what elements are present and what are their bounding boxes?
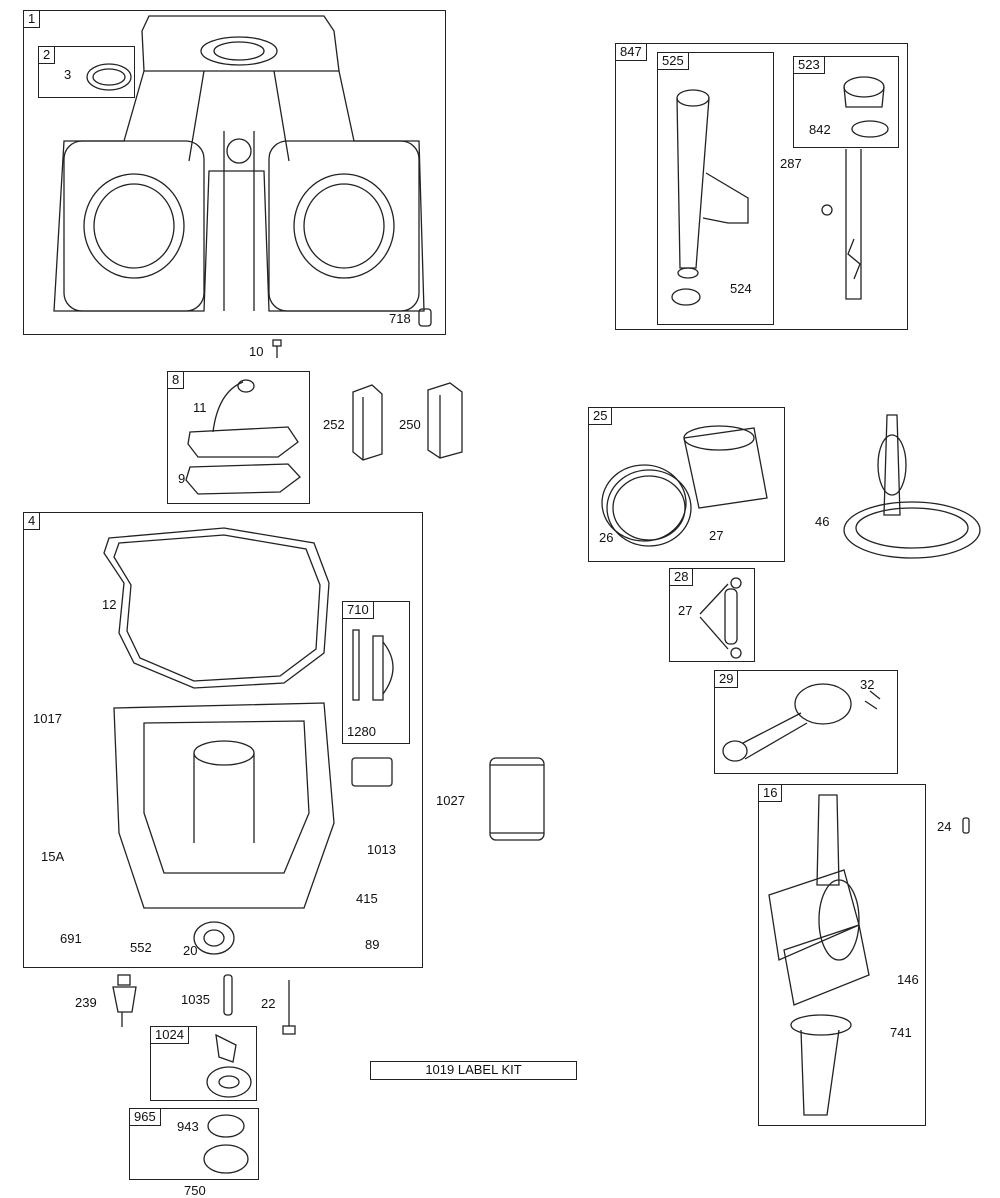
- filter-element-252-icon: [352, 384, 383, 461]
- part-label-22: 22: [261, 996, 276, 1011]
- part-label-27-pin: 27: [678, 603, 693, 618]
- part-label-15a: 15A: [41, 849, 65, 864]
- part-group-16-box: 16 146 741: [758, 784, 926, 1126]
- part-group-965-box: 965 943: [129, 1108, 259, 1180]
- oil-pump-drawing: [352, 629, 394, 701]
- part-label-415: 415: [356, 891, 378, 906]
- part-group-4-tag: 4: [24, 513, 41, 530]
- part-label-11: 11: [193, 400, 207, 415]
- key-24-icon: [962, 817, 970, 834]
- part-group-1024-box: 1024: [150, 1026, 257, 1101]
- part-group-16-tag: 16: [759, 785, 783, 802]
- part-label-691: 691: [60, 931, 82, 946]
- part-label-287: 287: [780, 156, 802, 171]
- cover-plate-drawing: [203, 1114, 249, 1174]
- part-group-847-tag: 847: [616, 44, 647, 61]
- crankshaft-drawing: [768, 794, 870, 1116]
- part-label-252: 252: [323, 417, 345, 432]
- part-label-24: 24: [937, 819, 952, 834]
- part-label-1017: 1017: [33, 711, 62, 726]
- part-group-710-box: 710 1280: [342, 601, 410, 744]
- sensor-239-icon: [112, 974, 137, 1027]
- part-label-750: 750: [184, 1183, 206, 1198]
- part-group-1024-tag: 1024: [151, 1027, 189, 1044]
- oil-pump-rotor-drawing: [206, 1033, 252, 1098]
- part-group-8-box: 8 11 9: [167, 371, 310, 504]
- cylinder-block-drawing: [53, 15, 432, 327]
- part-group-28-tag: 28: [670, 569, 694, 586]
- wrist-pin-drawing: [699, 577, 742, 659]
- part-label-1013: 1013: [367, 842, 396, 857]
- oil-filter-1027-icon: [489, 757, 545, 841]
- label-kit-1019: 1019 LABEL KIT: [370, 1061, 577, 1080]
- part-label-842: 842: [809, 122, 831, 137]
- part-group-525-box: 525 524: [657, 52, 774, 325]
- part-label-718: 718: [389, 311, 411, 326]
- part-group-25-box: 25 26 27: [588, 407, 785, 562]
- part-group-29-box: 29 32: [714, 670, 898, 774]
- bolt-10-icon: [272, 339, 282, 358]
- part-label-741: 741: [890, 1025, 912, 1040]
- oil-fill-tube-drawing: [671, 89, 749, 306]
- part-label-239: 239: [75, 995, 97, 1010]
- part-label-1027: 1027: [436, 793, 465, 808]
- part-label-10: 10: [249, 344, 264, 359]
- part-label-27-piston: 27: [709, 528, 724, 543]
- part-label-943: 943: [177, 1119, 199, 1134]
- part-label-1280: 1280: [347, 724, 376, 739]
- part-label-9: 9: [178, 471, 186, 486]
- filter-element-250-icon: [427, 382, 463, 459]
- pin-1035-icon: [223, 974, 233, 1016]
- bolt-22-icon: [282, 980, 296, 1035]
- part-group-710-tag: 710: [343, 602, 374, 619]
- part-label-46: 46: [815, 514, 830, 529]
- part-label-146: 146: [897, 972, 919, 987]
- part-group-965-tag: 965: [130, 1109, 161, 1126]
- part-label-20: 20: [183, 943, 198, 958]
- part-group-523-box: 523 842: [793, 56, 899, 148]
- part-label-89: 89: [365, 937, 380, 952]
- part-group-523-tag: 523: [794, 57, 825, 74]
- part-group-525-tag: 525: [658, 53, 689, 70]
- part-label-3: 3: [64, 67, 72, 82]
- part-group-1-tag: 1: [24, 11, 41, 28]
- part-label-1035: 1035: [181, 992, 210, 1007]
- part-group-29-tag: 29: [715, 671, 739, 688]
- dipstick-cap-drawing: [843, 76, 889, 138]
- part-label-524: 524: [730, 281, 752, 296]
- breather-cover-drawing: [185, 379, 301, 495]
- part-group-2-tag: 2: [39, 47, 56, 64]
- part-label-26: 26: [599, 530, 614, 545]
- part-label-552: 552: [130, 940, 152, 955]
- part-label-250: 250: [399, 417, 421, 432]
- gasket-ring-drawing: [86, 63, 132, 91]
- part-label-12: 12: [102, 597, 117, 612]
- part-group-28-box: 28 27: [669, 568, 755, 662]
- part-group-8-tag: 8: [168, 372, 185, 389]
- piston-rings-drawing: [601, 425, 768, 547]
- camshaft-46-drawing: [843, 414, 981, 559]
- dipstick-tube-drawing: [821, 149, 862, 300]
- part-label-32: 32: [860, 677, 875, 692]
- connecting-rod-drawing: [722, 683, 881, 762]
- part-group-25-tag: 25: [589, 408, 613, 425]
- part-group-2-box: 2 3: [38, 46, 135, 98]
- crankcase-cover-drawing: [103, 527, 393, 955]
